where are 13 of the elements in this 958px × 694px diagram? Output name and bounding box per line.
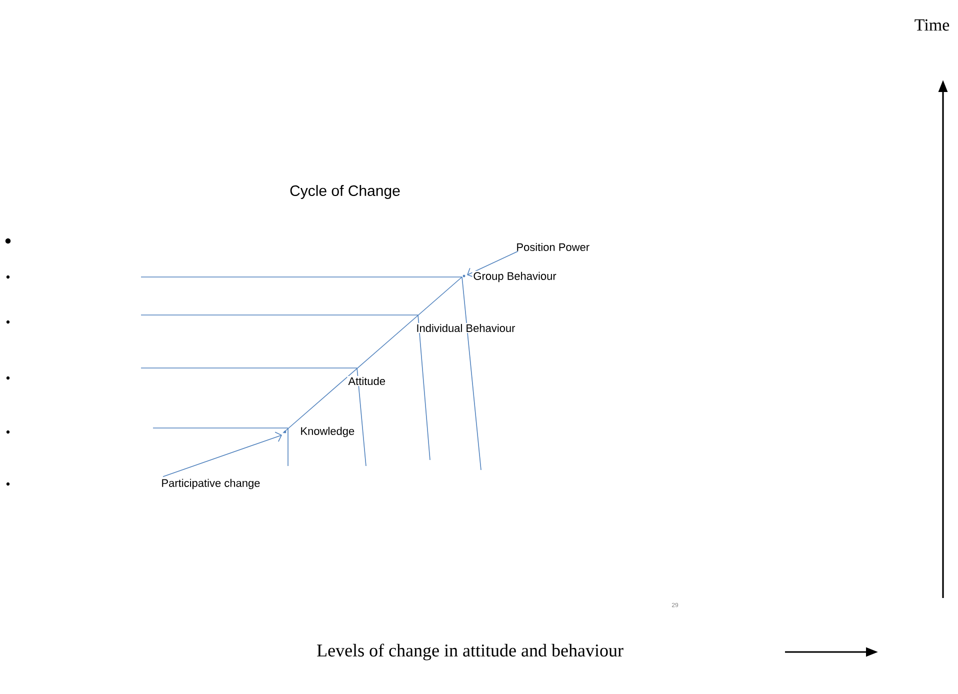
stage-label: Individual Behaviour: [415, 322, 516, 334]
stage-label: Attitude: [347, 376, 386, 386]
title: Cycle of Change: [290, 185, 400, 199]
axis-label: Levels of change in attitude and behaviour: [316, 642, 624, 662]
line-corner: [462, 274, 466, 278]
leader-arrow: [467, 250, 518, 278]
stage-label: Knowledge: [299, 426, 356, 438]
node-text: Participative change: [162, 478, 260, 490]
line-corner: [284, 430, 286, 434]
stage-label: Group Behaviour: [472, 270, 558, 284]
node-text: Position Power: [517, 242, 590, 252]
leader-arrow: [162, 432, 282, 478]
axis-label: Time: [913, 18, 951, 32]
